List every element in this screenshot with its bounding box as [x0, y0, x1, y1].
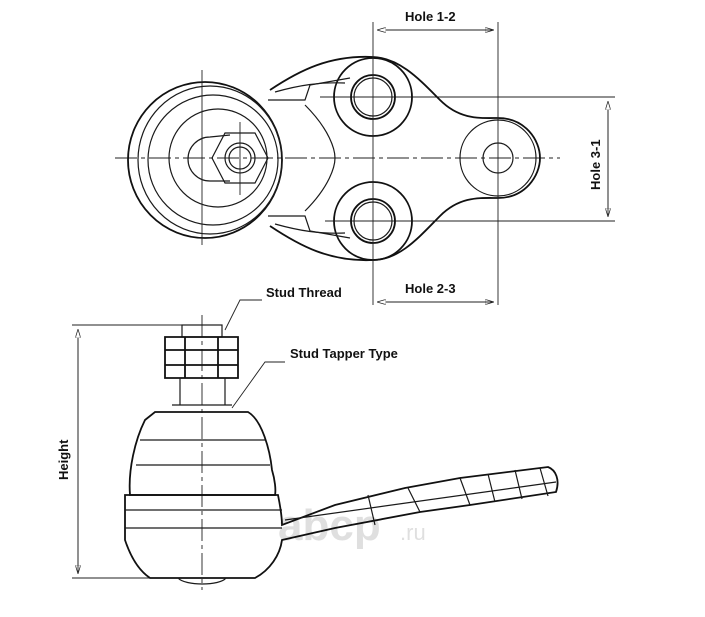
- hole-2-3-label: Hole 2-3: [405, 281, 456, 296]
- stud-tapper-leader: [231, 361, 285, 409]
- svg-text:.ru: .ru: [400, 520, 426, 545]
- top-view: Hole 1-2 Hole 2-3 Hole 3-1: [115, 9, 615, 305]
- boot: [128, 411, 277, 496]
- flange-outline: [269, 55, 541, 262]
- watermark: abcp .ru: [278, 501, 426, 550]
- stud-thread-label: Stud Thread: [266, 285, 342, 300]
- stud-tapper-type-label: Stud Tapper Type: [290, 346, 398, 361]
- hole-3-1-label: Hole 3-1: [588, 139, 603, 190]
- side-view: Height Stud Thread Stud Tapper Type: [56, 285, 559, 590]
- hole-1-2-label: Hole 1-2: [405, 9, 456, 24]
- nut: [164, 336, 239, 379]
- stud-thread-leader: [224, 299, 262, 331]
- nut-hex: [211, 132, 269, 184]
- height-label: Height: [56, 439, 71, 480]
- svg-text:abcp: abcp: [278, 501, 381, 550]
